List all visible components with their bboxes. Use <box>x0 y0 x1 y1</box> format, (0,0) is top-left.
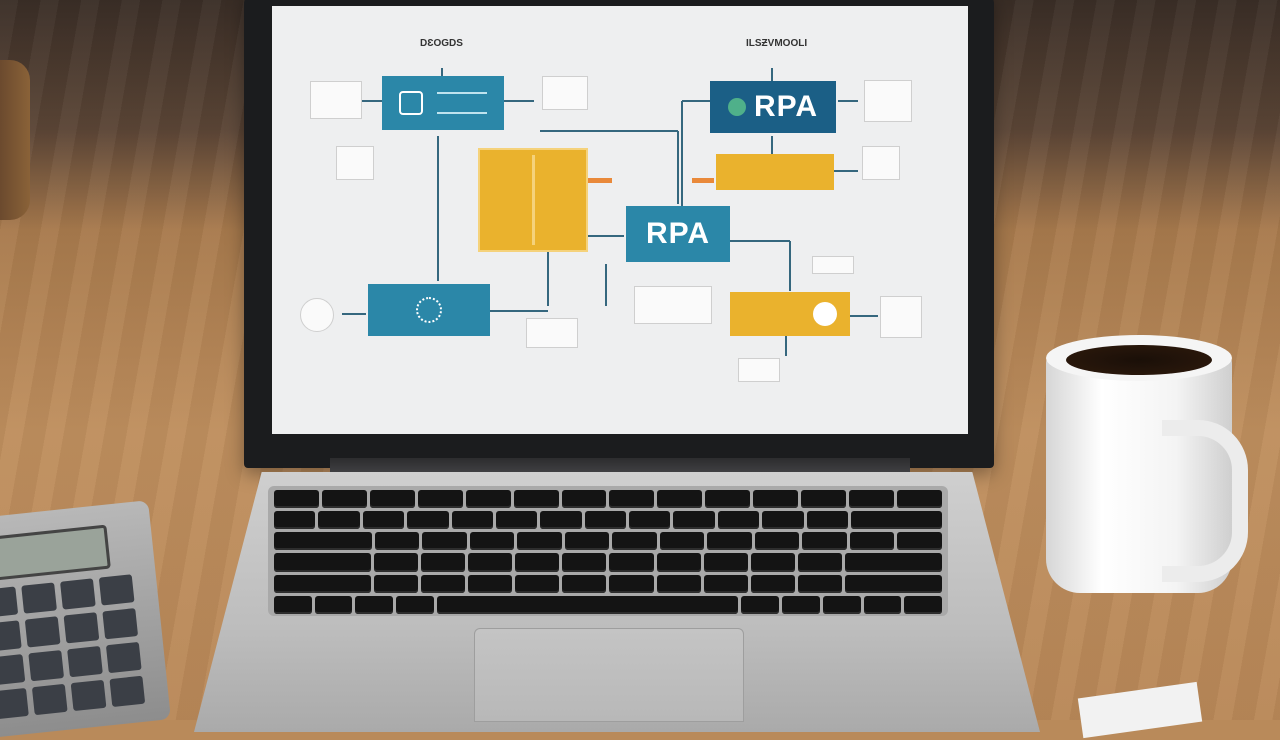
tag-mid-right <box>862 146 900 180</box>
tag-center-bottom <box>634 286 712 324</box>
top-left-process-box <box>382 76 504 130</box>
bottom-left-process-box <box>368 284 490 336</box>
calculator-keys <box>0 574 146 720</box>
diagram-connectors <box>342 68 878 356</box>
coffee-mug <box>1046 335 1232 597</box>
rpa-center-label: RPA <box>645 217 711 250</box>
robot-icon <box>399 91 423 115</box>
tag-mid-left <box>336 146 374 180</box>
calculator-display <box>0 524 111 582</box>
rpa-center-box: RPA <box>626 206 730 262</box>
user-icon <box>300 298 334 332</box>
mug-handle <box>1162 420 1248 582</box>
tag-top-center <box>542 76 588 110</box>
rpa-top-box: RPA <box>710 81 836 133</box>
laptop-screen: DƐOGDS ILSƵVMOOLI RPA RPA <box>272 6 968 434</box>
tag-top-right <box>864 80 912 122</box>
gear-icon <box>416 297 442 323</box>
globe-icon <box>727 98 746 116</box>
keyboard <box>274 490 942 614</box>
diagram-header-left: DƐOGDS <box>420 38 463 49</box>
calculator <box>0 500 171 740</box>
tag-bottom-center <box>526 318 578 348</box>
yellow-bottom-box <box>730 292 850 336</box>
tag-bottom <box>738 358 780 382</box>
yellow-document-box <box>478 148 588 252</box>
coffee <box>1066 345 1212 375</box>
touchpad <box>474 628 744 722</box>
diagram-header-right: ILSƵVMOOLI <box>746 38 808 49</box>
tag-right <box>812 256 854 274</box>
cloud-icon <box>813 302 837 326</box>
tag-top-left <box>310 81 362 119</box>
tag-bottom-right <box>880 296 922 338</box>
rpa-top-label: RPA <box>753 90 819 123</box>
chair-edge <box>0 60 30 220</box>
yellow-right-box <box>716 154 834 190</box>
